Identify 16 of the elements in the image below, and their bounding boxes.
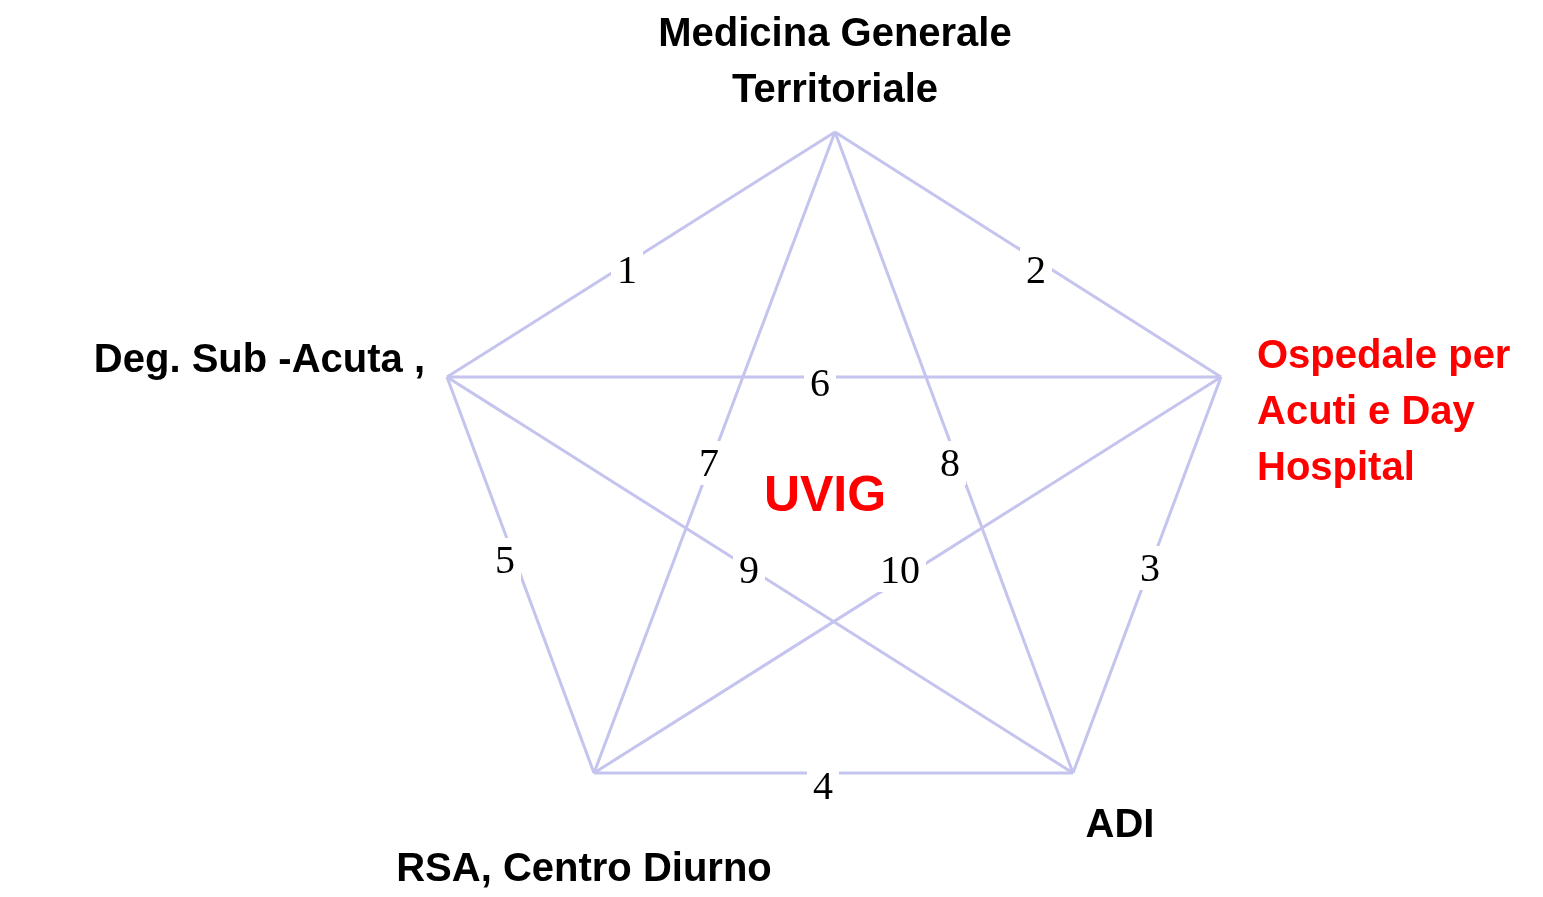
connector-line bbox=[594, 771, 1073, 775]
connector-line bbox=[446, 375, 1074, 775]
node-label: Deg. Sub -Acuta , bbox=[93, 335, 425, 382]
node-label: ADI bbox=[1085, 800, 1155, 847]
connector-line bbox=[447, 375, 1221, 379]
center-label: UVIG bbox=[762, 466, 888, 522]
node-label: Medicina Generale Territoriale bbox=[657, 9, 1013, 112]
connector-line bbox=[593, 375, 1222, 775]
connector-line bbox=[445, 376, 596, 774]
connector-line bbox=[833, 131, 1075, 774]
connector-line bbox=[592, 131, 837, 774]
connector-line bbox=[446, 130, 836, 379]
connector-line bbox=[1071, 376, 1223, 774]
node-label: Ospedale per Acuti e Day Hospital bbox=[1257, 331, 1512, 490]
connector-line bbox=[834, 130, 1222, 379]
node-label: RSA, Centro Diurno bbox=[396, 844, 772, 891]
